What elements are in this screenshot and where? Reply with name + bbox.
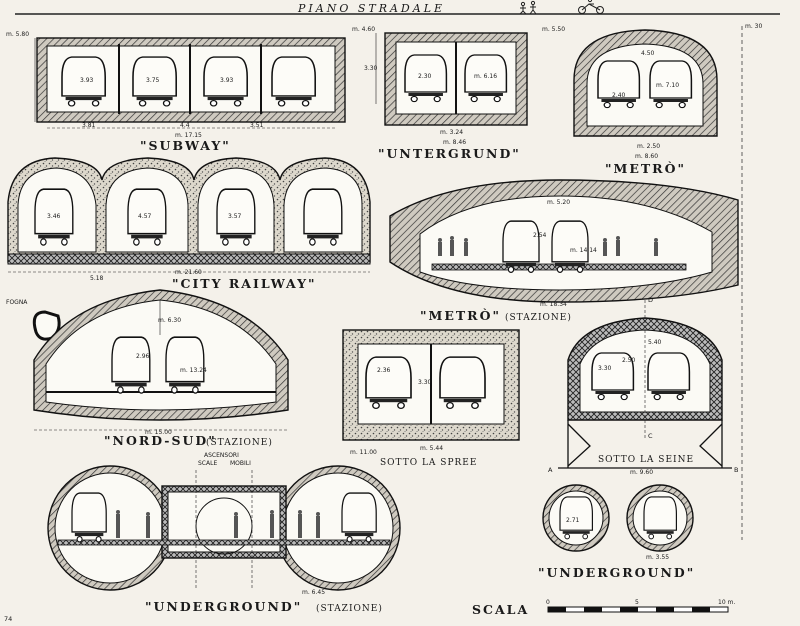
subway-span-3: 3.51 [250,122,264,129]
city-railway-caption: "CITY RAILWAY" [172,276,317,291]
street-level-title: PIANO STRADALE [297,2,445,15]
underground-station-span: m. 6.45 [302,589,325,596]
city-railway-width-2: 4.57 [138,213,152,220]
scale-label: SCALA [472,602,529,617]
nord-sud-caption: "NORD-SUD" [104,433,217,448]
metro-station-height: m. 5.20 [547,199,570,206]
metro-station-width-1: 2.54 [533,232,547,239]
subway-caption: "SUBWAY" [140,138,231,153]
seine-point-a: A [548,466,553,474]
metro-station-caption: "METRÒ" [420,307,501,323]
seine-point-d: D [648,296,653,304]
nord-sud-height: m. 6.30 [158,317,181,324]
subway-width-2: 3.75 [146,77,160,84]
metro-section: m. 5.50 4.50 2.40 m. 7.10 m. 2.50 m. 8.6… [542,23,762,540]
metro-height: 4.50 [641,50,655,57]
sotto-la-seine-span: m. 9.60 [630,469,653,476]
scale-tick-5: 5 [635,599,639,606]
subway-span-2: 4.4 [180,122,190,129]
untergrund-section: m. 4.60 3.30 2.30 m. 6.16 m. 3.24 m. 8.4… [352,26,528,161]
subway-width-3: 3.93 [220,77,234,84]
underground-section: 2.71 m. 3.55 "UNDERGROUND" [538,484,695,580]
metro-station-section: m. 5.20 2.54 m. 14.14 m. 18.34 "METRÒ" (… [389,179,739,323]
untergrund-width-1: 2.30 [418,73,432,80]
subway-section: m. 5.80 3.93 3.75 3.93 3.81 4.4 3.51 m. … [6,31,346,153]
sotto-la-spree-caption: SOTTO LA SPREE [380,458,477,468]
metro-width-2: m. 7.10 [656,82,679,89]
metro-station-caption-note: (STAZIONE) [505,312,572,323]
subway-span-1: 3.81 [82,122,96,129]
subway-width-1: 3.93 [80,77,94,84]
station-note-stairs: SCALE [198,460,217,467]
sotto-la-seine-section: D C A B 5.40 3.30 2.50 SOTTO LA SEINE m.… [548,296,738,476]
underground-width-1: 2.71 [566,517,580,524]
underground-station-section: ASCENSORI SCALE MOBILI m. 6.45 "UNDERGRO… [47,452,401,614]
seine-height-2: 3.30 [598,365,612,372]
nord-sud-width-1: 2.96 [136,353,150,360]
metro-span-2: m. 8.60 [635,153,658,160]
sotto-la-spree-level: 3.30 [418,379,432,386]
sewer-pipe [32,310,61,341]
metro-caption: "METRÒ" [605,160,686,176]
sotto-la-spree-width: 2.36 [377,367,391,374]
sotto-la-spree-span-2: m. 5.44 [420,445,443,452]
untergrund-caption: "UNTERGRUND" [378,146,521,161]
underground-station-caption: "UNDERGROUND" [145,599,302,614]
station-note-lifts: ASCENSORI [204,452,239,459]
metro-station-width-2: m. 14.14 [570,247,597,254]
station-figures [116,510,320,538]
underground-caption: "UNDERGROUND" [538,565,695,580]
untergrund-depth-label: m. 4.60 [352,26,375,33]
pedestrian-cyclist-icon [519,0,604,15]
fogna-label: FOGNA [6,299,28,306]
seine-height-1: 5.40 [648,339,662,346]
underground-station-caption-note: (STAZIONE) [316,603,383,614]
page-number: 74 [4,615,12,623]
sotto-la-spree-span-1: m. 11.00 [350,449,377,456]
city-railway-section: 3.46 4.57 3.57 5.18 m. 21.60 "CITY RAILW… [7,157,371,291]
untergrund-span-1: m. 3.24 [440,129,463,136]
street-level-header: PIANO STRADALE [15,0,780,15]
scale-tick-10: 10 m. [718,599,735,606]
seine-point-b: B [734,466,738,474]
metro-depth-label: m. 5.50 [542,26,565,33]
underground-width-2: m. 3.55 [646,554,669,561]
city-railway-structure [7,157,371,263]
overall-depth-label: m. 30 [745,23,762,30]
station-note-moving: MOBILI [230,460,251,467]
metro-width-1: 2.40 [612,92,626,99]
nord-sud-caption-note: (STAZIONE) [206,437,273,448]
city-railway-width-1: 3.46 [47,213,61,220]
untergrund-level: 3.30 [364,65,378,72]
nord-sud-span: m. 15.00 [145,429,172,436]
scale-tick-0: 0 [546,599,550,606]
city-railway-width-3: 3.57 [228,213,242,220]
untergrund-span-2: m. 8.46 [443,139,466,146]
metro-span-1: m. 2.50 [637,143,660,150]
city-railway-span-2: m. 21.60 [175,269,202,276]
untergrund-width-2: m. 6.16 [474,73,497,80]
subway-total-span: m. 17.15 [175,132,202,139]
subway-depth-label: m. 5.80 [6,31,29,38]
sotto-la-seine-caption: SOTTO LA SEINE [598,455,694,465]
metro-station-span: m. 18.34 [540,301,567,308]
nord-sud-width-2: m. 13.24 [180,367,207,374]
seine-width: 2.50 [622,357,636,364]
nord-sud-section: FOGNA m. 6.30 2.96 m. 13.24 m. 15.00 "NO… [6,289,289,448]
seine-point-c: C [648,432,653,440]
scale-bar: SCALA 0 5 10 m. [472,599,735,617]
platform-figures [438,236,658,256]
sotto-la-spree-section: 2.36 3.30 m. 11.00 m. 5.44 SOTTO LA SPRE… [342,329,520,468]
city-railway-span-1: 5.18 [90,275,104,282]
